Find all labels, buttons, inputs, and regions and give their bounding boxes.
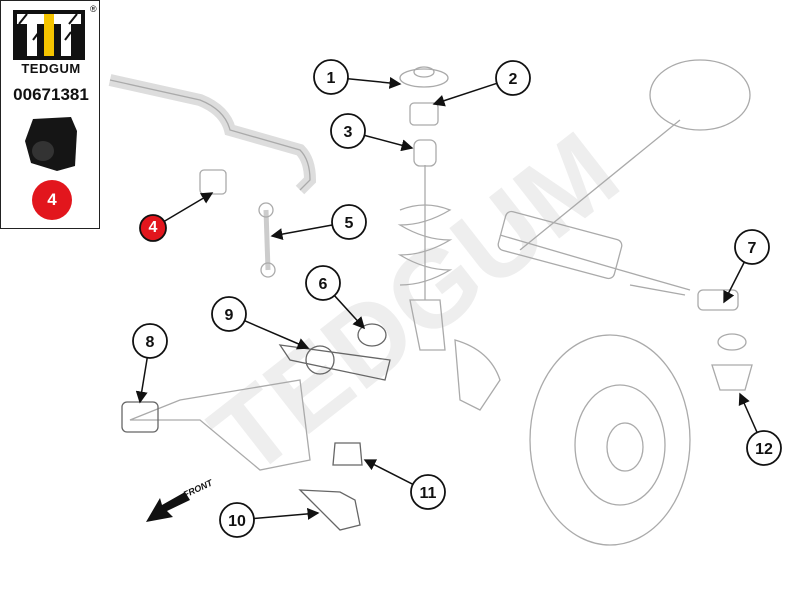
callout-circle [410, 474, 446, 510]
callout-9: 9 [211, 296, 310, 350]
callout-arrow [347, 76, 402, 89]
callout-6: 6 [305, 265, 366, 330]
callout-circle [313, 59, 349, 95]
callout-arrow [135, 357, 148, 404]
callout-5: 5 [270, 204, 367, 241]
callout-circle [139, 214, 167, 242]
callout-circle [219, 502, 255, 538]
callout-arrow [364, 134, 414, 152]
callout-number: 2 [509, 71, 518, 88]
callout-2: 2 [432, 60, 531, 107]
parts-drawing [108, 59, 753, 546]
callout-7: 7 [723, 229, 770, 304]
front-label: FRONT [182, 477, 216, 500]
callout-number: 11 [420, 485, 437, 502]
callout-number: 1 [327, 70, 336, 87]
callout-circle [330, 113, 366, 149]
callout-circle [331, 204, 367, 240]
callout-3: 3 [330, 113, 414, 152]
tedgum-logo [13, 10, 85, 60]
callout-1: 1 [313, 59, 402, 95]
part-number: 00671381 [13, 85, 89, 104]
callout-arrow [244, 320, 310, 350]
callout-circle [132, 323, 168, 359]
callout-arrow [432, 82, 498, 107]
callout-number: 8 [146, 334, 155, 351]
callout-circle [211, 296, 247, 332]
callout-arrow [333, 295, 366, 330]
callout-number: 4 [149, 219, 158, 236]
callout-arrow [363, 459, 414, 485]
callout-circle [495, 60, 531, 96]
callout-arrow [163, 192, 214, 223]
registered-mark: ® [90, 4, 97, 14]
callout-number: 9 [225, 307, 234, 324]
callout-number: 10 [228, 513, 246, 530]
callout-number: 5 [345, 215, 354, 232]
watermark: TEDGUM [189, 109, 640, 499]
callout-4: 4 [139, 192, 214, 242]
callout-arrow [270, 224, 333, 241]
callout-arrow [738, 392, 758, 433]
callout-12: 12 [738, 392, 782, 466]
part-info-box: ® TEDGUM 00671381 4 [0, 0, 100, 229]
callout-circle [746, 430, 782, 466]
callout-11: 11 [363, 459, 446, 510]
position-badge: 4 [32, 180, 72, 220]
callout-10: 10 [219, 502, 320, 538]
callout-number: 7 [748, 240, 757, 257]
brand-name: TEDGUM [21, 61, 81, 76]
callout-number: 3 [344, 124, 353, 141]
callout-arrow [723, 261, 745, 304]
callout-circle [734, 229, 770, 265]
callout-circle [305, 265, 341, 301]
callout-number: 12 [755, 441, 773, 458]
callout-number: 6 [319, 276, 328, 293]
callout-8: 8 [132, 323, 168, 404]
front-arrow-icon [146, 492, 190, 522]
bushing-thumbnail [25, 117, 77, 171]
callout-arrow [253, 507, 320, 520]
